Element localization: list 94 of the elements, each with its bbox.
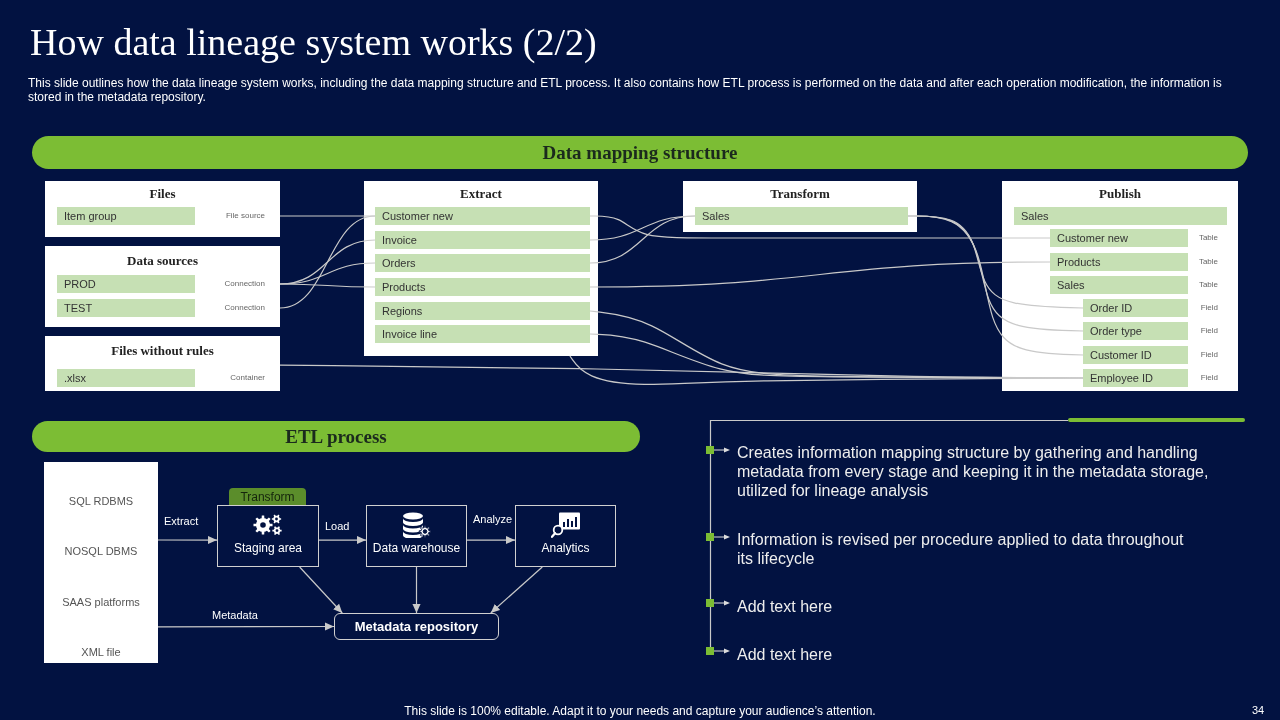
card-heading: Publish: [1099, 186, 1141, 202]
connector-line: [589, 261, 1051, 288]
field-name: Sales: [1057, 278, 1085, 293]
field-row: [375, 207, 590, 225]
section-header-band: [32, 421, 640, 452]
bullet-text: Information is revised per procedure applied to data throughout its lifecycle: [737, 530, 1185, 568]
type-label: Connection: [224, 278, 265, 290]
mapping-card: [683, 181, 917, 232]
bullet-text: Add text here: [737, 597, 834, 616]
flow-arrow: [490, 566, 543, 614]
repository-box: [334, 613, 499, 640]
bullet-text: Add text here: [737, 645, 834, 664]
field-row: [375, 325, 590, 343]
process-label: Data warehouse: [372, 541, 461, 556]
slide-title: How data lineage system works (2/2): [30, 21, 597, 63]
field-name: PROD: [64, 277, 96, 292]
card-heading: Extract: [460, 186, 502, 202]
source-name: XML file: [81, 644, 121, 660]
type-label: Field: [1200, 325, 1218, 337]
process-label: Analytics: [541, 541, 590, 556]
flow-arrow: [318, 536, 367, 545]
field-name: Invoice: [382, 233, 417, 248]
mapping-card: [45, 336, 280, 391]
type-label: Connection: [224, 302, 265, 314]
tab-label: Transform: [240, 489, 295, 506]
connector-line: [589, 215, 696, 264]
field-name: Customer new: [1057, 231, 1128, 246]
repository-label: Metadata repository: [354, 618, 479, 636]
field-name: Orders: [382, 256, 416, 271]
field-name: Order ID: [1090, 301, 1133, 316]
field-row: [375, 231, 590, 249]
type-label: File source: [225, 210, 265, 222]
field-name: Sales: [1021, 209, 1049, 224]
connector-line: [907, 215, 1084, 356]
field-name: Regions: [382, 304, 423, 319]
field-row: [1014, 207, 1227, 225]
mapping-card: [45, 246, 280, 327]
card-heading: Transform: [770, 186, 830, 202]
type-label: Table: [1198, 279, 1218, 291]
source-name: SQL RDBMS: [68, 494, 134, 509]
field-name: Invoice line: [382, 327, 438, 342]
connector-line: [589, 215, 1051, 239]
process-label: Staging area: [233, 541, 303, 556]
edge-label: Analyze: [473, 513, 513, 526]
type-label: Container: [230, 372, 265, 384]
type-label: Field: [1200, 349, 1218, 361]
type-label: Field: [1200, 302, 1218, 314]
type-label: Table: [1198, 256, 1218, 268]
card-heading: Files without rules: [111, 343, 214, 359]
flow-arrow: [412, 566, 421, 614]
type-label: Field: [1200, 372, 1218, 384]
mapping-card: [45, 181, 280, 237]
footer-note: This slide is 100% editable. Adapt it to your needs and capture your audience’s attention.: [404, 704, 876, 718]
field-name: Products: [382, 280, 426, 295]
flow-arrow: [157, 535, 218, 545]
flow-arrow: [157, 622, 335, 631]
process-box: [217, 505, 319, 567]
slide-description: This slide outlines how the data lineage system works, including the data mapping structure and ETL process. It also contains how ETL process is performed on the data and after each operation modification, the information is stored in the metadata repository.: [28, 76, 1223, 104]
connector-line: [279, 283, 376, 288]
mapping-card: [364, 181, 598, 356]
source-name: NOSQL DBMS: [64, 544, 138, 560]
type-label: Table: [1198, 232, 1218, 244]
field-name: Item group: [64, 209, 117, 224]
process-box: [515, 505, 616, 567]
field-row: [375, 254, 590, 272]
field-row: [375, 302, 590, 320]
page-number: 34: [1252, 703, 1265, 717]
card-heading: Files: [149, 186, 176, 202]
mapping-card: [1002, 181, 1238, 391]
bullet-text: Creates information mapping structure by gathering and handling metadata from every stage and keeping it in the metadata storage, utilized for lineage analysis: [737, 443, 1210, 500]
edge-label: Extract: [164, 515, 199, 528]
edge-label: Load: [325, 520, 350, 533]
edge-label: Metadata: [212, 609, 258, 622]
field-name: Customer ID: [1090, 348, 1152, 363]
section-header-band: [32, 136, 1248, 169]
flow-arrow: [299, 566, 343, 614]
field-name: Customer new: [382, 209, 453, 224]
field-name: .xlsx: [64, 371, 86, 386]
section-heading: ETL process: [285, 425, 387, 449]
source-name: SAAS platforms: [62, 594, 140, 610]
connector-line: [279, 215, 376, 309]
field-name: Employee ID: [1090, 371, 1153, 386]
source-list-card: [44, 462, 158, 663]
process-box: [366, 505, 467, 567]
field-name: Sales: [702, 209, 730, 224]
field-row: [695, 207, 908, 225]
stage-tab: [229, 488, 306, 506]
section-heading: Data mapping structure: [542, 141, 738, 165]
field-row: [375, 278, 590, 296]
card-heading: Data sources: [127, 253, 198, 269]
flow-arrow: [466, 536, 516, 545]
field-name: Order type: [1090, 324, 1142, 339]
field-name: Products: [1057, 255, 1101, 270]
field-name: TEST: [64, 301, 93, 316]
